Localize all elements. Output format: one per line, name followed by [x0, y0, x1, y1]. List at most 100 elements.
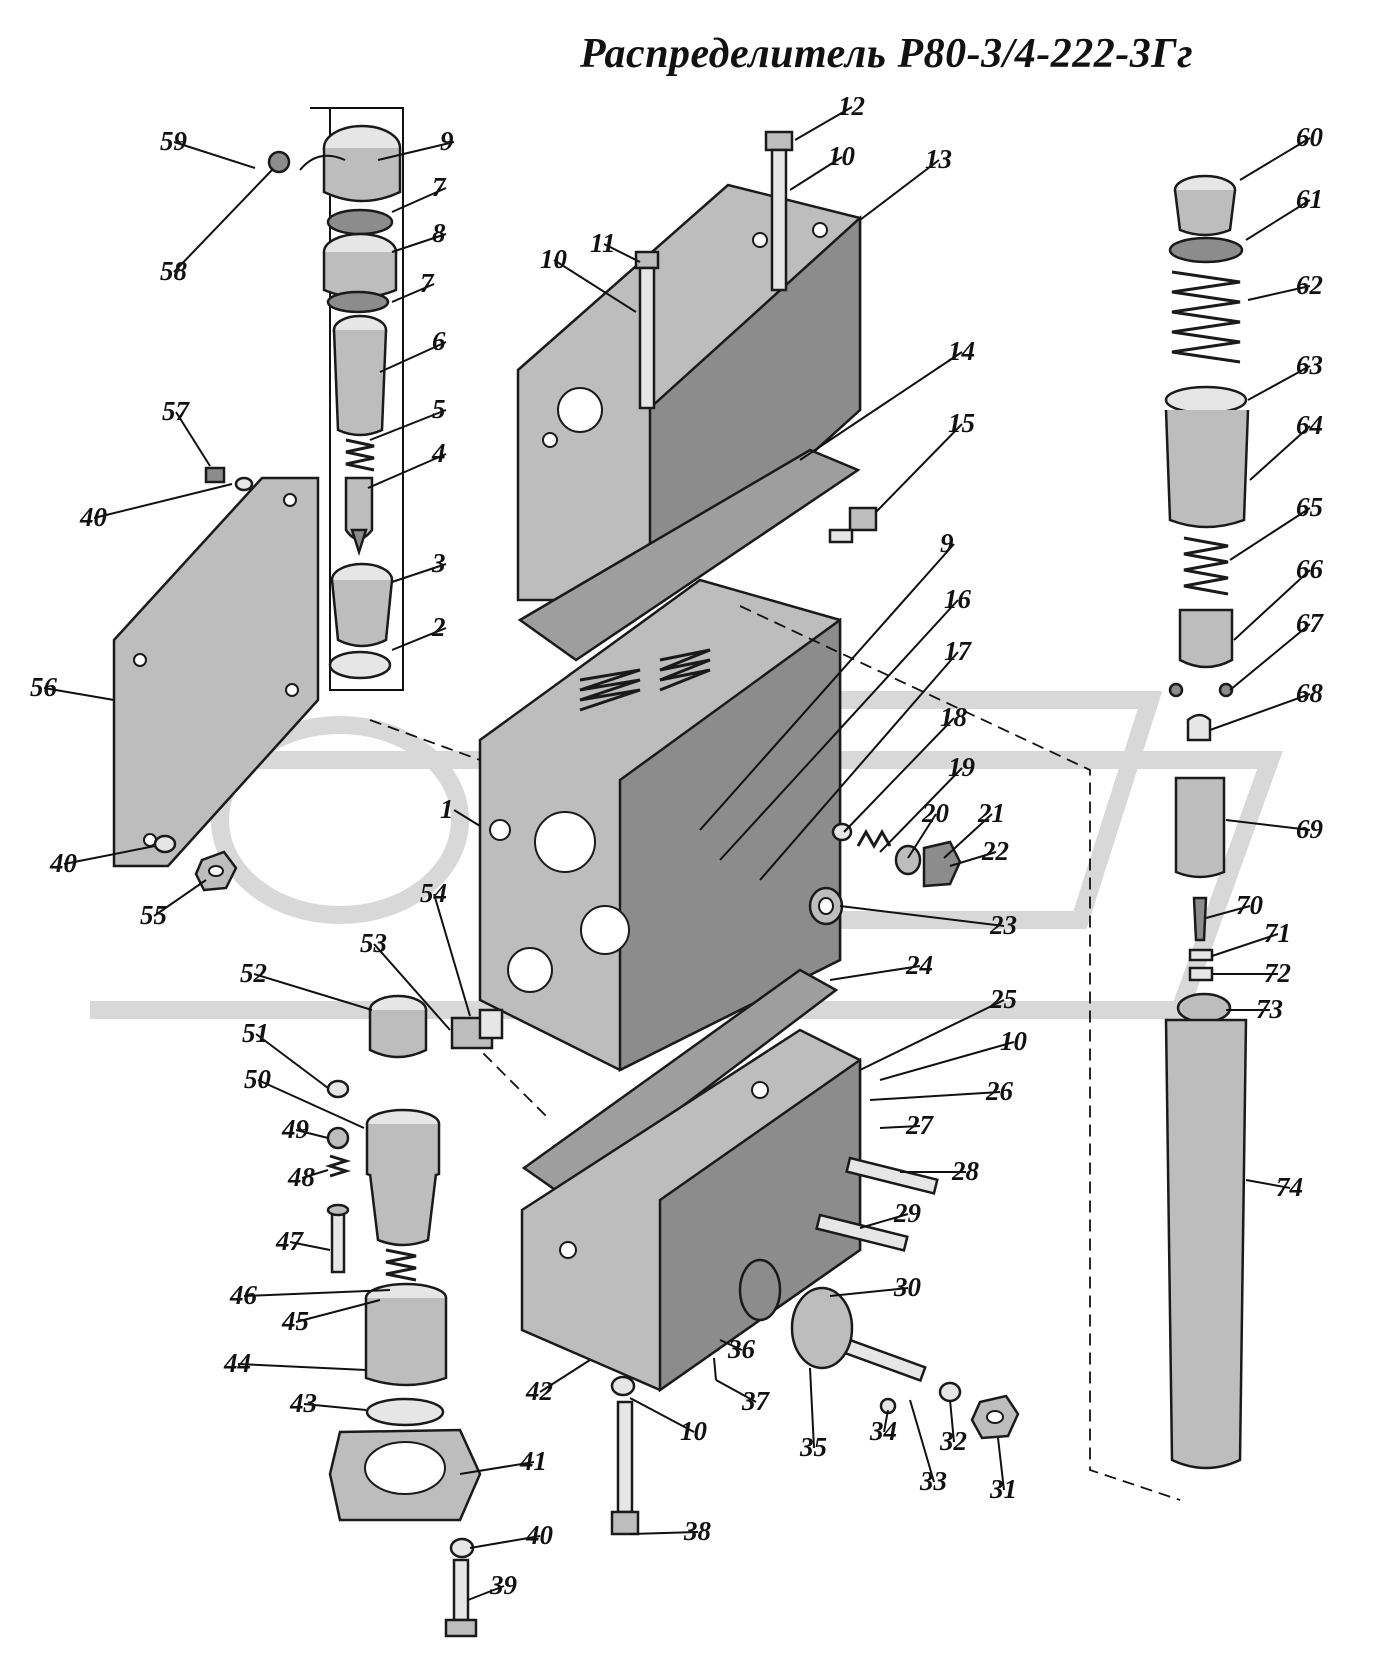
callout-label-5: 5 — [432, 394, 446, 424]
callout-leader-54 — [433, 893, 471, 1017]
spool-assembly-parts — [324, 994, 482, 1638]
callout-label-13: 13 — [925, 144, 952, 174]
spring-part — [345, 438, 375, 472]
callout-leader-59 — [173, 141, 256, 169]
callout-leader-22 — [949, 851, 997, 867]
callout-label-1: 1 — [440, 794, 454, 824]
callout-leader-56 — [43, 687, 115, 701]
callout-label-62: 62 — [1296, 270, 1323, 300]
callout-label-50: 50 — [244, 1064, 272, 1094]
callout-leader-6 — [379, 341, 447, 373]
callout-leader-5 — [369, 409, 447, 441]
nut-part — [322, 232, 398, 299]
callout-label-37: 37 — [741, 1386, 771, 1416]
callout-label-29: 29 — [893, 1198, 922, 1228]
callout-label-18: 18 — [940, 702, 968, 732]
pin-47-part — [326, 1203, 350, 1274]
callout-leader-29 — [859, 1213, 909, 1229]
callout-leader-30 — [829, 1287, 909, 1297]
callout-label-35: 35 — [799, 1432, 827, 1462]
right-spool-assembly — [1164, 174, 1250, 1470]
spring-62-part — [1171, 270, 1241, 364]
callout-leader-10 — [629, 1397, 695, 1433]
nut-60-part — [1173, 174, 1237, 237]
callout-label-7: 7 — [432, 172, 447, 202]
callout-leader-20 — [907, 813, 937, 859]
callout-leader-46 — [243, 1289, 391, 1297]
cup-66-part — [1178, 608, 1234, 669]
callout-leader-17 — [759, 651, 959, 881]
callout-label-19: 19 — [948, 752, 976, 782]
body-50-part — [365, 1108, 441, 1183]
callout-leader-21 — [943, 813, 993, 859]
callout-leader-74 — [1245, 1179, 1291, 1189]
callout-label-70: 70 — [1236, 890, 1264, 920]
callout-leader-38 — [629, 1531, 699, 1535]
callout-leader-60 — [1239, 137, 1311, 181]
callout-leader-3 — [391, 563, 447, 583]
callout-label-33: 33 — [919, 1466, 947, 1496]
callout-label-12: 12 — [838, 91, 865, 121]
cover-plate-part — [112, 476, 320, 868]
callout-leader-10 — [789, 156, 843, 191]
callout-leader-53 — [373, 943, 451, 1031]
callout-leader-45 — [295, 1299, 381, 1323]
callout-label-24: 24 — [905, 950, 933, 980]
callout-label-58: 58 — [160, 256, 188, 286]
valve-part — [344, 476, 374, 557]
callout-leader-4 — [367, 453, 447, 489]
callout-label-36: 36 — [727, 1334, 756, 1364]
callout-label-28: 28 — [951, 1156, 980, 1186]
washer-10-part — [610, 1375, 636, 1397]
callout-leader-41 — [459, 1461, 535, 1475]
callout-label-52: 52 — [240, 958, 267, 988]
ball-67-part — [1218, 682, 1234, 698]
callout-leader-31 — [997, 1437, 1005, 1491]
callout-leader-16 — [719, 599, 959, 861]
callout-leader-66 — [1233, 569, 1311, 641]
ring-73-part — [1176, 992, 1232, 1024]
callout-label-44: 44 — [223, 1348, 251, 1378]
callout-leader-43 — [303, 1403, 367, 1411]
callout-label-4: 4 — [431, 438, 446, 468]
callout-label-7: 7 — [420, 268, 435, 298]
callout-leader-10 — [879, 1041, 1015, 1081]
valve-body-part — [478, 578, 842, 1073]
callout-label-46: 46 — [229, 1280, 258, 1310]
check-valve-parts — [808, 822, 962, 926]
callout-label-72: 72 — [1264, 958, 1291, 988]
pin-37-part — [713, 1357, 717, 1381]
callout-leader-11 — [603, 243, 641, 263]
callout-leader-40 — [93, 483, 233, 519]
callout-label-17: 17 — [944, 636, 973, 666]
callout-label-30: 30 — [893, 1272, 922, 1302]
cap-nut-part — [322, 124, 402, 203]
callout-leader-57 — [175, 411, 211, 467]
callout-leader-55 — [153, 879, 207, 917]
callout-label-73: 73 — [1256, 994, 1283, 1024]
callout-label-3: 3 — [431, 548, 446, 578]
spool-part — [368, 1173, 438, 1247]
gasket-14-part — [517, 448, 861, 662]
callout-leader-47 — [289, 1241, 331, 1251]
callout-leader-33 — [909, 1399, 935, 1483]
callout-label-63: 63 — [1296, 350, 1323, 380]
callout-label-41: 41 — [519, 1446, 547, 1476]
callout-leader-19 — [879, 767, 963, 853]
callout-label-64: 64 — [1296, 410, 1323, 440]
bolt-38-part — [610, 1400, 640, 1536]
callout-leader-51 — [255, 1033, 329, 1089]
callout-label-15: 15 — [948, 408, 975, 438]
callout-leader-7 — [391, 283, 435, 303]
axis-line — [469, 1039, 549, 1119]
callout-leader-70 — [1205, 905, 1251, 919]
callout-label-61: 61 — [1296, 184, 1323, 214]
callout-leader-7 — [391, 187, 447, 213]
callout-leader-34 — [883, 1409, 889, 1433]
cup-63-part — [1164, 385, 1248, 415]
callout-label-49: 49 — [281, 1114, 310, 1144]
callout-label-9: 9 — [940, 528, 954, 558]
washer-32-part — [938, 1381, 962, 1403]
